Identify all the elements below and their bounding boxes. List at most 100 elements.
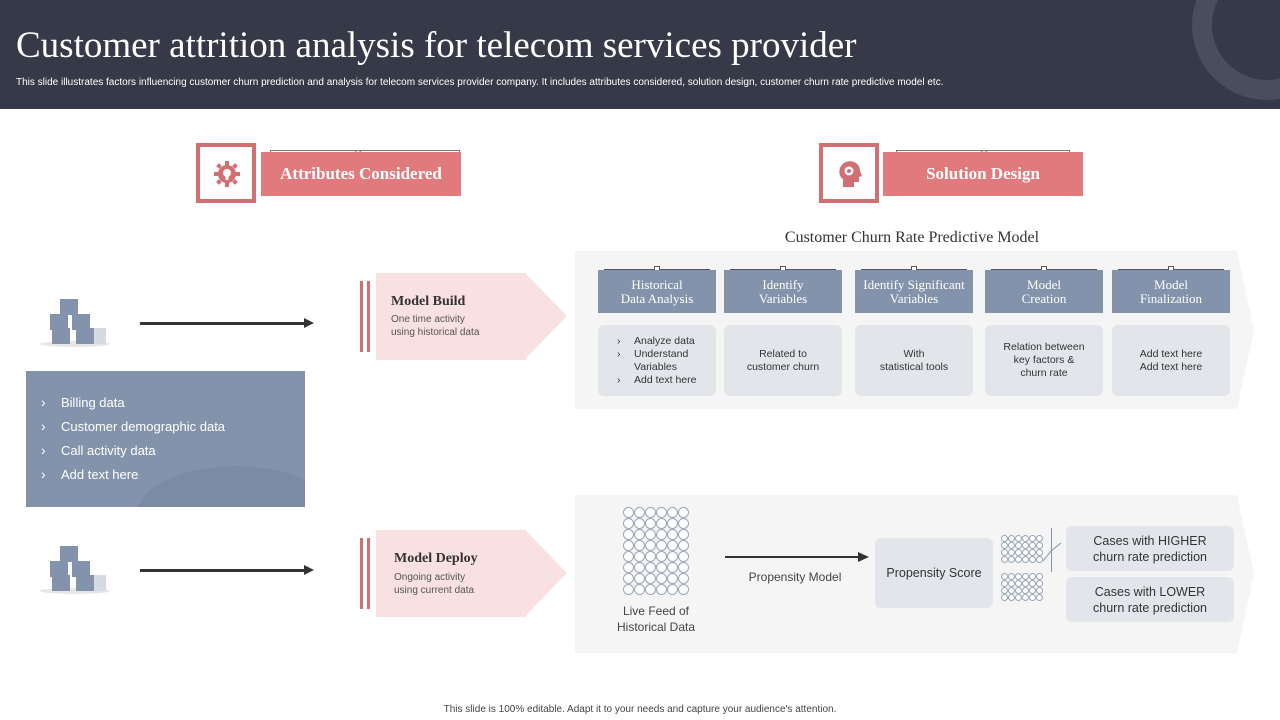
page-title: Customer attrition analysis for telecom … xyxy=(16,25,857,66)
deploy-bar-1 xyxy=(360,538,363,609)
bracket-connector xyxy=(1043,542,1062,561)
grid-circle xyxy=(1015,549,1022,556)
grid-circle xyxy=(1015,556,1022,563)
grid-circle xyxy=(634,507,645,518)
grid-circle xyxy=(623,518,634,529)
grid-circle xyxy=(678,507,689,518)
attributes-top-line xyxy=(270,150,460,151)
grid-circle xyxy=(645,507,656,518)
grid-circle xyxy=(623,573,634,584)
grid-circle xyxy=(678,551,689,562)
grid-circle xyxy=(667,551,678,562)
grid-circle xyxy=(1001,587,1008,594)
grid-circle xyxy=(1029,549,1036,556)
grid-circle xyxy=(1036,573,1043,580)
attributes-list-box: Billing data Customer demographic data C… xyxy=(26,371,305,507)
grid-circle xyxy=(667,507,678,518)
low-cases-circles-icon xyxy=(1001,573,1043,601)
propensity-score-box: Propensity Score xyxy=(875,538,993,608)
grid-circle xyxy=(1036,542,1043,549)
grid-circle xyxy=(1001,594,1008,601)
live-feed-circles-icon xyxy=(623,507,689,595)
data-cubes-icon xyxy=(40,299,110,347)
grid-circle xyxy=(1022,573,1029,580)
grid-circle xyxy=(1015,580,1022,587)
grid-circle xyxy=(634,584,645,595)
grid-circle xyxy=(1015,573,1022,580)
model-deploy-desc: Ongoing activity using current data xyxy=(394,572,475,596)
attribute-item: Billing data xyxy=(41,394,225,419)
deploy-flow-panel-tip xyxy=(1237,495,1254,653)
grid-circle xyxy=(623,562,634,573)
grid-circle xyxy=(1008,580,1015,587)
grid-circle xyxy=(1022,549,1029,556)
grid-circle xyxy=(656,584,667,595)
grid-circle xyxy=(634,540,645,551)
grid-circle xyxy=(1029,535,1036,542)
data-cubes-icon xyxy=(40,546,110,594)
grid-circle xyxy=(645,584,656,595)
build-bar-2 xyxy=(367,281,370,352)
grid-circle xyxy=(1015,535,1022,542)
decorative-ring xyxy=(1192,0,1280,100)
build-arrow-line xyxy=(140,322,305,325)
solution-icon-box xyxy=(819,143,879,203)
model-build-card xyxy=(376,273,526,360)
predictive-model-title: Customer Churn Rate Predictive Model xyxy=(784,229,1040,246)
grid-circle xyxy=(1015,594,1022,601)
grid-circle xyxy=(645,540,656,551)
grid-circle xyxy=(1001,580,1008,587)
grid-circle xyxy=(1008,587,1015,594)
grid-circle xyxy=(1022,556,1029,563)
model-deploy-card xyxy=(376,530,526,617)
grid-circle xyxy=(656,573,667,584)
attribute-item: Customer demographic data xyxy=(41,418,225,443)
grid-circle xyxy=(1029,580,1036,587)
grid-circle xyxy=(1008,542,1015,549)
grid-circle xyxy=(1036,594,1043,601)
grid-circle xyxy=(1022,587,1029,594)
grid-circle xyxy=(667,584,678,595)
grid-circle xyxy=(678,518,689,529)
grid-circle xyxy=(1001,573,1008,580)
grid-circle xyxy=(1001,549,1008,556)
grid-circle xyxy=(667,518,678,529)
attributes-label: Attributes Considered xyxy=(261,152,461,196)
attributes-list: Billing data Customer demographic data C… xyxy=(41,394,225,491)
page-subtitle: This slide illustrates factors influenci… xyxy=(16,77,944,88)
model-build-title: Model Build xyxy=(391,294,466,309)
grid-circle xyxy=(678,562,689,573)
grid-circle xyxy=(623,540,634,551)
grid-circle xyxy=(645,518,656,529)
deploy-arrow-head xyxy=(304,565,314,575)
grid-circle xyxy=(656,518,667,529)
grid-circle xyxy=(1008,573,1015,580)
grid-circle xyxy=(656,540,667,551)
grid-circle xyxy=(1029,573,1036,580)
model-build-desc: One time activity using historical data xyxy=(391,314,480,338)
grid-circle xyxy=(667,540,678,551)
grid-circle xyxy=(1022,542,1029,549)
grid-circle xyxy=(667,573,678,584)
grid-circle xyxy=(1008,556,1015,563)
attribute-item: Add text here xyxy=(41,466,225,491)
grid-circle xyxy=(1008,549,1015,556)
gear-bulb-icon xyxy=(214,161,240,187)
grid-circle xyxy=(1036,535,1043,542)
head-brain-icon xyxy=(839,161,862,187)
grid-circle xyxy=(1022,535,1029,542)
grid-circle xyxy=(634,573,645,584)
attributes-icon-box xyxy=(196,143,256,203)
high-cases-circles-icon xyxy=(1001,535,1043,563)
grid-circle xyxy=(1015,542,1022,549)
model-deploy-arrow xyxy=(525,530,567,616)
predictive-model-panel-tip xyxy=(1237,251,1254,409)
